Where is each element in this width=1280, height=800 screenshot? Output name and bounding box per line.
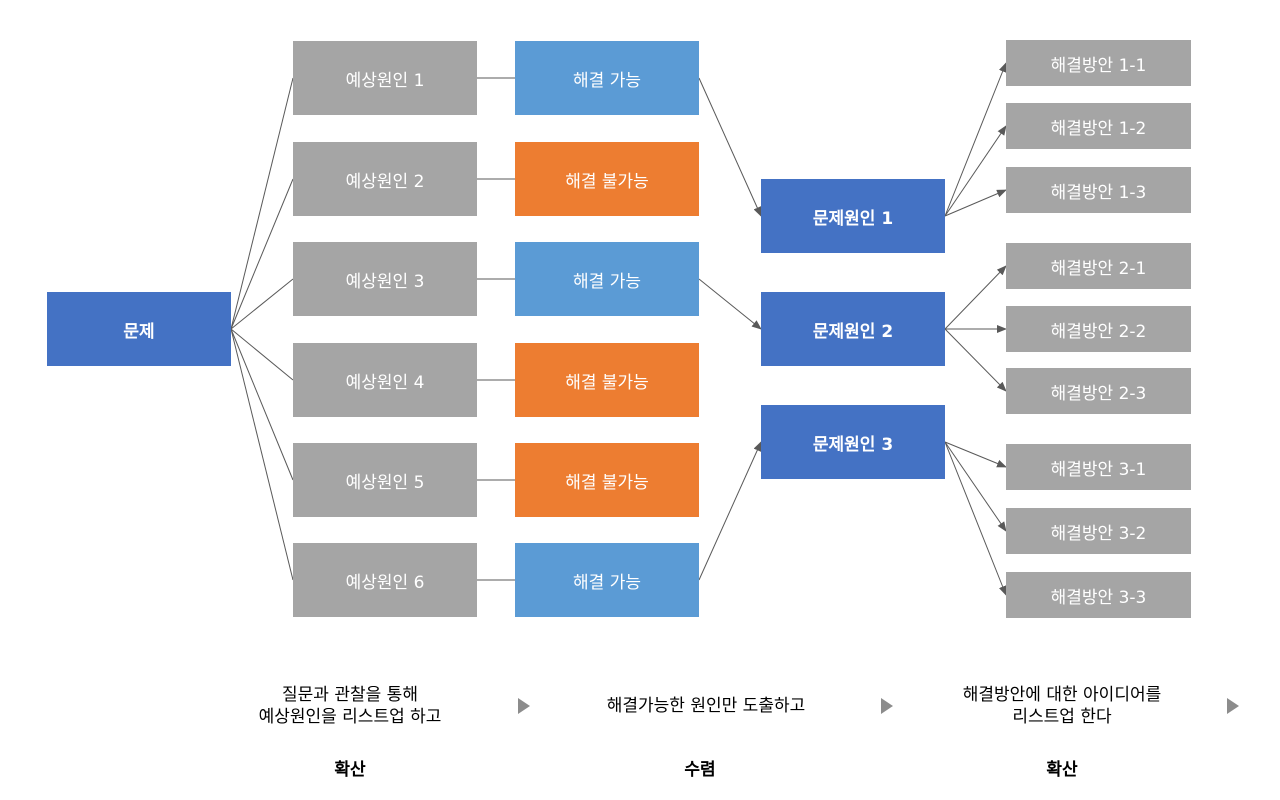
expected-cause-4: 예상원인 4: [293, 343, 477, 417]
edge-root-cause-1: [230, 77, 294, 330]
expected-cause-1: 예상원인 1: [293, 41, 477, 115]
edge-root-cause-4: [230, 328, 294, 381]
edge-pc-2-sol-3: [944, 328, 1007, 392]
step-1-description: 질문과 관찰을 통해 예상원인을 리스트업 하고: [258, 685, 442, 727]
verdict-solvable-3: 해결 가능: [515, 242, 699, 316]
verdict-unsolvable-2: 해결 불가능: [515, 142, 699, 216]
edge-root-cause-6: [230, 328, 294, 581]
edge-pc-3-sol-3: [944, 441, 1007, 596]
solution-2-3: 해결방안 2-3: [1006, 368, 1191, 414]
edge-root-cause-3: [230, 278, 294, 330]
edge-pc-2-sol-1: [944, 265, 1007, 330]
solution-3-1: 해결방안 3-1: [1006, 444, 1191, 490]
edge-pc-1-sol-3: [944, 189, 1007, 217]
edge-verdict-1-pc-1: [698, 77, 762, 217]
verdict-solvable-6: 해결 가능: [515, 543, 699, 617]
expected-cause-5: 예상원인 5: [293, 443, 477, 517]
problem-cause-1: 문제원인 1: [761, 179, 945, 253]
edge-pc-3-sol-2: [944, 441, 1007, 532]
edge-pc-1-sol-2: [944, 125, 1007, 217]
step-arrow-icon: [1227, 698, 1239, 714]
edge-verdict-3-pc-2: [698, 278, 762, 330]
step-arrow-icon: [518, 698, 530, 714]
solution-2-1: 해결방안 2-1: [1006, 243, 1191, 289]
edge-verdict-6-pc-3: [698, 441, 762, 581]
verdict-unsolvable-5: 해결 불가능: [515, 443, 699, 517]
step-arrow-icon: [881, 698, 893, 714]
step-2-title: 수렴: [684, 760, 716, 780]
solution-3-3: 해결방안 3-3: [1006, 572, 1191, 618]
expected-cause-6: 예상원인 6: [293, 543, 477, 617]
expected-cause-3: 예상원인 3: [293, 242, 477, 316]
edge-pc-3-sol-1: [944, 441, 1007, 468]
solution-1-3: 해결방안 1-3: [1006, 167, 1191, 213]
problem-cause-3: 문제원인 3: [761, 405, 945, 479]
problem-cause-2: 문제원인 2: [761, 292, 945, 366]
step-2-description: 해결가능한 원인만 도출하고: [606, 696, 806, 716]
problem-box: 문제: [47, 292, 231, 366]
solution-3-2: 해결방안 3-2: [1006, 508, 1191, 554]
step-1-title: 확산: [334, 760, 366, 780]
step-3-description: 해결방안에 대한 아이디어를 리스트업 한다: [962, 685, 1162, 727]
verdict-unsolvable-4: 해결 불가능: [515, 343, 699, 417]
edge-root-cause-2: [230, 178, 294, 330]
solution-1-2: 해결방안 1-2: [1006, 103, 1191, 149]
step-3-title: 확산: [1046, 760, 1078, 780]
edge-pc-1-sol-1: [944, 62, 1007, 217]
edge-root-cause-5: [230, 328, 294, 481]
verdict-solvable-1: 해결 가능: [515, 41, 699, 115]
solution-2-2: 해결방안 2-2: [1006, 306, 1191, 352]
solution-1-1: 해결방안 1-1: [1006, 40, 1191, 86]
expected-cause-2: 예상원인 2: [293, 142, 477, 216]
